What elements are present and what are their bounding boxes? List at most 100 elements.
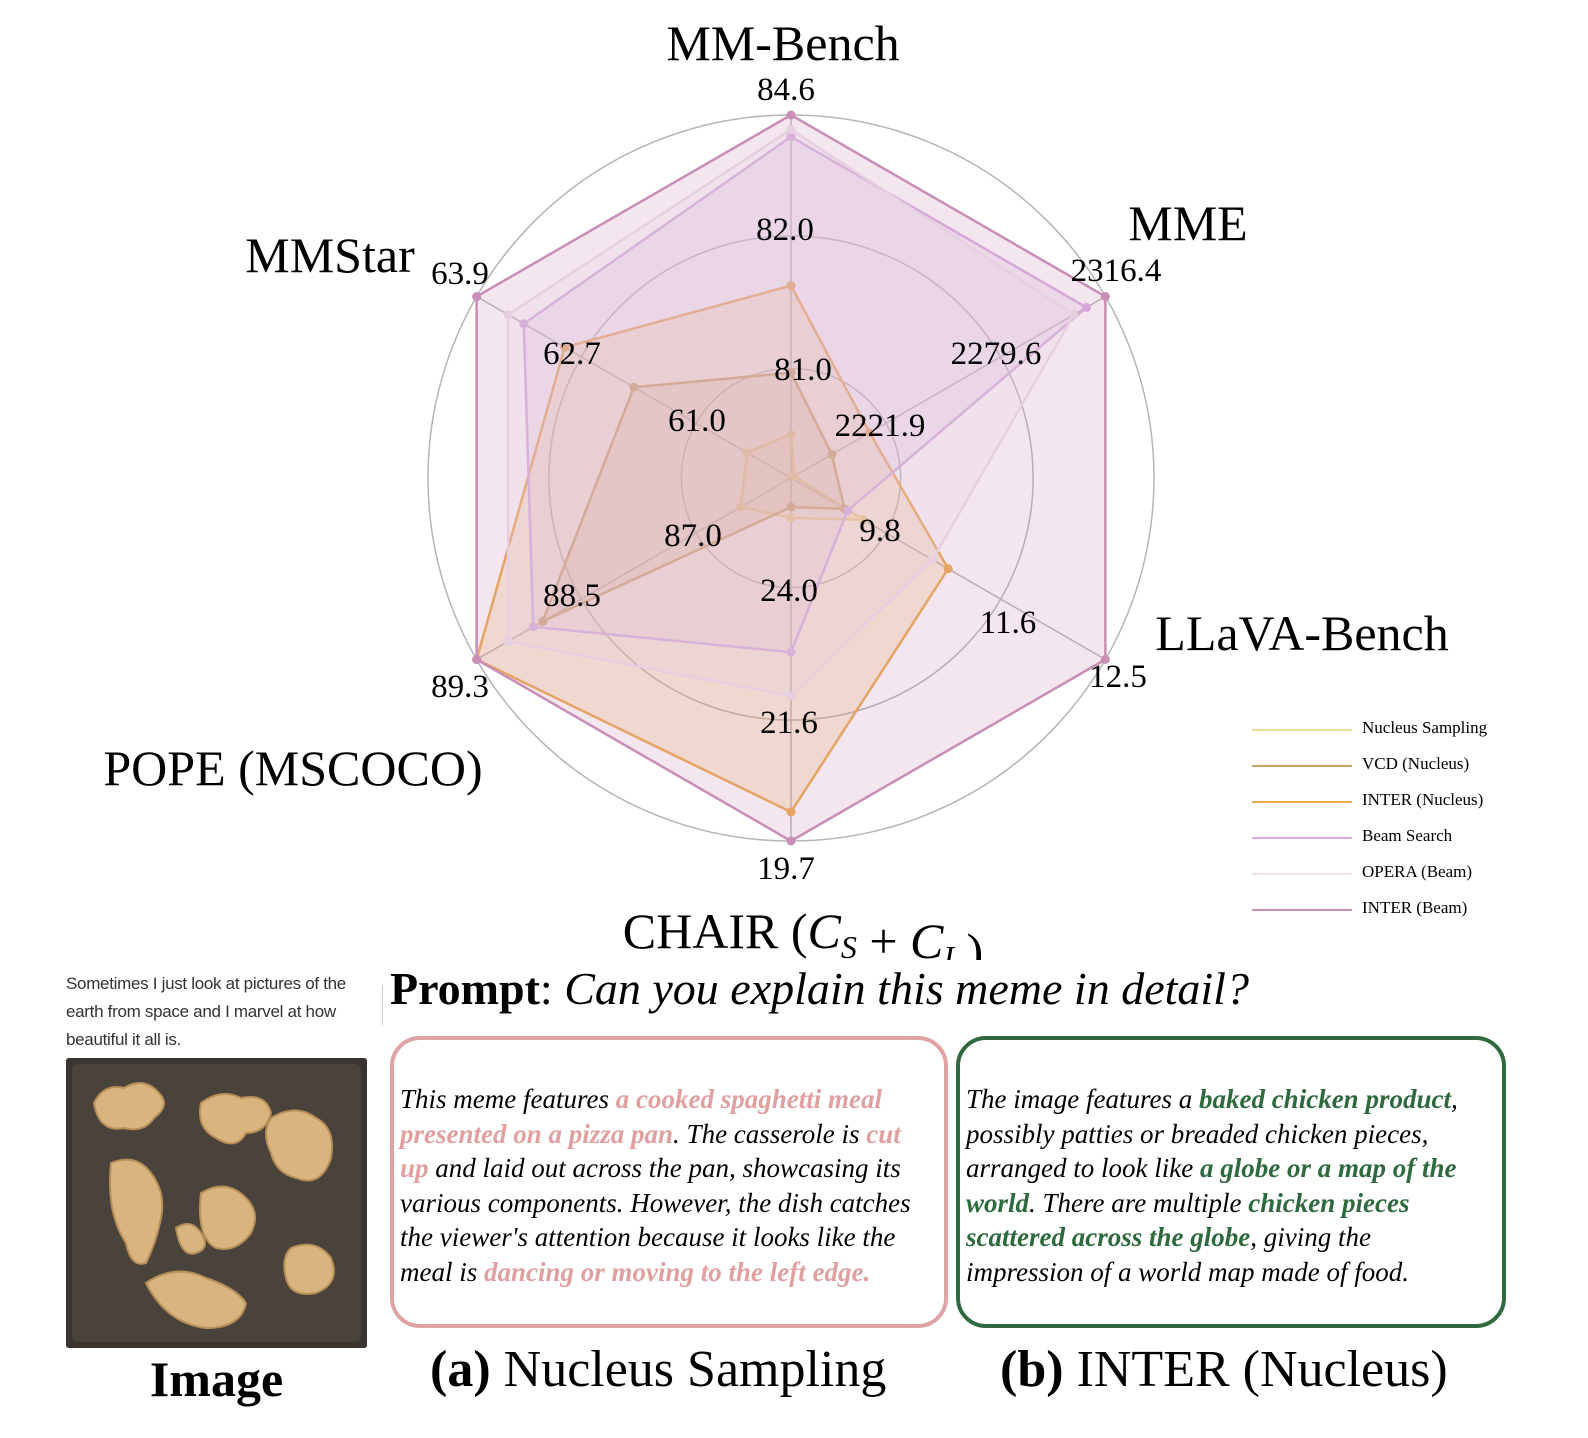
- series-4-point-1: [1069, 310, 1079, 320]
- answer-b-highlight-3: chicken pieces scattered across the glob…: [966, 1187, 1410, 1253]
- series-4-point-2: [927, 555, 937, 565]
- prompt-line: Prompt: Can you explain this meme in det…: [390, 962, 1249, 1015]
- answer-a-highlight-2: cut up: [400, 1118, 901, 1184]
- legend-swatch-3: [1252, 837, 1352, 839]
- grid-spoke-1: [790, 295, 1106, 479]
- meme-caption: Sometimes I just look at pictures of the…: [66, 974, 346, 1049]
- caption-a-text: Nucleus Sampling: [490, 1341, 887, 1398]
- answer-a-highlight-3: dancing or moving to the left edge.: [484, 1256, 871, 1287]
- radar-labels-layer: 81.0 82.0 84.6 2221.9 2279.6 2316.4 9.8 11.6 12.…: [103, 15, 1448, 960]
- tick-label-4-1: 88.5: [543, 578, 601, 614]
- answer-b-highlight-2: a globe or a map of the world: [966, 1153, 1457, 1218]
- legend-item-3: Beam Search: [1252, 826, 1552, 866]
- series-2-point-0: [786, 281, 796, 291]
- meme-photo: [66, 1058, 367, 1348]
- axis-title-chair: CHAIR (CS + CI ): [623, 903, 983, 960]
- legend-label-2: INTER (Nucleus): [1362, 790, 1484, 809]
- axis-title-mmbench: MM-Bench: [666, 15, 899, 71]
- legend-item-4: OPERA (Beam): [1252, 862, 1552, 902]
- answer-b-highlight-1: baked chicken product: [1198, 1084, 1451, 1114]
- legend-item-2: INTER (Nucleus): [1252, 790, 1552, 830]
- legend-label-4: OPERA (Beam): [1362, 862, 1473, 881]
- series-5-point-1: [1100, 292, 1110, 301]
- tick-label-4-2: 89.3: [431, 669, 489, 705]
- tick-label-0-1: 82.0: [756, 212, 814, 248]
- legend-label-0: Nucleus Sampling: [1362, 718, 1488, 737]
- chicken-nuggets-illustration: [66, 1058, 367, 1348]
- tick-label-5-1: 62.7: [543, 336, 601, 372]
- tick-label-4-0: 87.0: [664, 518, 722, 554]
- meme-divider: [382, 985, 383, 1025]
- series-5-point-5: [472, 292, 482, 301]
- legend-swatch-0: [1252, 729, 1352, 731]
- series-0-point-0: [786, 429, 796, 439]
- series-3-point-2: [843, 506, 853, 516]
- legend-swatch-2: [1252, 801, 1352, 803]
- axis-title-mmstar: MMStar: [245, 227, 415, 283]
- series-3-point-1: [1082, 302, 1092, 312]
- series-3-point-4: [528, 622, 538, 632]
- axis-title-llava-bench: LLaVA-Bench: [1155, 605, 1448, 661]
- axis-title-pope: POPE (MSCOCO): [103, 740, 482, 796]
- series-4-point-0: [786, 125, 796, 135]
- series-3-point-5: [519, 319, 529, 329]
- series-5-point-2: [1100, 655, 1110, 664]
- legend-label-5: INTER (Beam): [1362, 898, 1468, 917]
- answer-a-text-1: This meme features: [400, 1084, 616, 1114]
- series-4-point-5: [503, 310, 513, 320]
- series-1-point-5: [629, 382, 639, 392]
- caption-a-tag: (a): [430, 1341, 491, 1398]
- series-5-point-3: [786, 836, 796, 846]
- series-1-point-0: [786, 368, 796, 378]
- tick-label-3-0: 24.0: [760, 573, 818, 609]
- series-1-point-1: [827, 449, 837, 459]
- series-0-point-3: [786, 513, 796, 523]
- legend-swatch-4: [1252, 873, 1352, 875]
- axis-title-mme: MME: [1128, 195, 1247, 251]
- tick-label-2-2: 12.5: [1089, 659, 1147, 695]
- tick-label-3-1: 21.6: [760, 705, 818, 741]
- series-2-point-1: [865, 428, 875, 438]
- answer-box-inter: The image features a baked chicken produ…: [956, 1036, 1506, 1328]
- tick-label-2-1: 11.6: [980, 605, 1037, 641]
- caption-a: (a) Nucleus Sampling: [430, 1340, 886, 1399]
- series-4-point-4: [503, 636, 513, 646]
- series-5-point-4: [472, 655, 482, 664]
- tick-label-0-2: 84.6: [757, 72, 815, 108]
- answer-b-text-3: . There are multiple: [1029, 1187, 1249, 1218]
- tick-label-0-0: 81.0: [774, 352, 832, 388]
- caption-b-tag: (b): [1000, 1341, 1064, 1398]
- series-1-point-4: [538, 616, 548, 626]
- series-0-point-2: [858, 515, 868, 525]
- series-0-point-5: [742, 448, 752, 458]
- answer-a-text-2: . The casserole is: [673, 1118, 867, 1149]
- tick-label-5-0: 61.0: [668, 403, 726, 439]
- answer-a-text-3: and laid out across the pan, showcasing …: [400, 1153, 911, 1287]
- answer-b-text-1: The image features a: [966, 1084, 1199, 1114]
- series-4-point-3: [786, 691, 796, 701]
- tick-label-1-1: 2279.6: [951, 336, 1042, 372]
- prompt-question: Can you explain this meme in detail?: [564, 963, 1249, 1014]
- legend-item-5: INTER (Beam): [1252, 898, 1552, 938]
- answer-box-nucleus: This meme features a cooked spaghetti me…: [390, 1036, 948, 1328]
- tick-label-3-2: 19.7: [757, 851, 815, 887]
- series-1-point-3: [786, 502, 796, 512]
- answer-b-text-2: , possibly patties or breaded chicken pi…: [966, 1084, 1458, 1183]
- legend-swatch-5: [1252, 909, 1352, 911]
- radar-chart: 81.0 82.0 84.6 2221.9 2279.6 2316.4 9.8 11.6 12.…: [103, 15, 1448, 960]
- series-5-point-0: [786, 110, 796, 120]
- prompt-label: Prompt: [390, 963, 540, 1014]
- legend-item-1: VCD (Nucleus): [1252, 754, 1552, 794]
- radar-series-layer: [472, 110, 1110, 846]
- series-3-point-3: [786, 647, 796, 657]
- tick-label-1-2: 2316.4: [1071, 253, 1162, 289]
- answer-a-highlight-1: a cooked spaghetti meal presented on a p…: [400, 1084, 882, 1149]
- tick-label-2-0: 9.8: [859, 513, 900, 549]
- legend-item-0: Nucleus Sampling: [1252, 718, 1552, 758]
- series-0-point-4: [736, 502, 746, 512]
- caption-b-text: INTER (Nucleus): [1063, 1341, 1448, 1398]
- caption-b: (b) INTER (Nucleus): [1000, 1340, 1448, 1399]
- legend-label-3: Beam Search: [1362, 826, 1453, 845]
- tick-label-1-0: 2221.9: [835, 408, 926, 444]
